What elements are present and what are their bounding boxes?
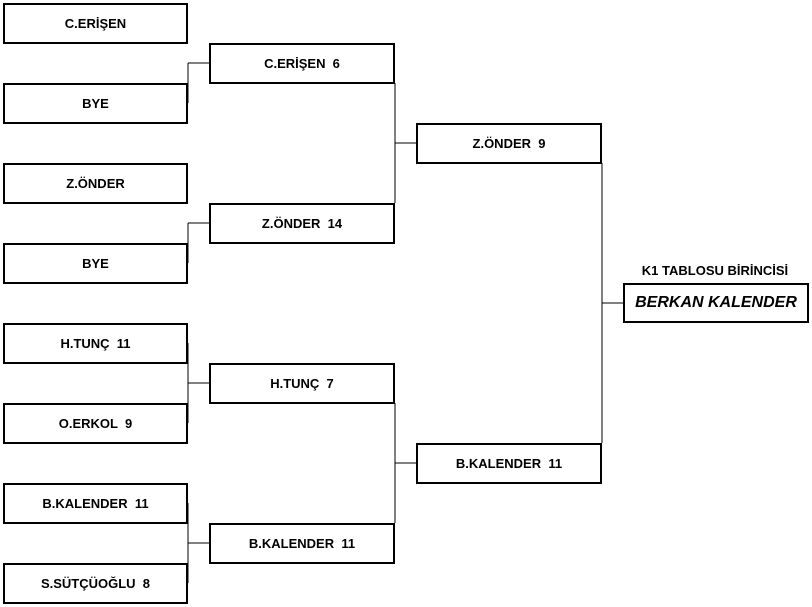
match-slot-r1-7: B.KALENDER 11: [3, 483, 188, 524]
champion-label: K1 TABLOSU BİRİNCİSİ: [641, 263, 789, 278]
match-slot-r3-1: Z.ÖNDER 9: [416, 123, 602, 164]
match-slot-r1-6: O.ERKOL 9: [3, 403, 188, 444]
match-slot-r2-2: Z.ÖNDER 14: [209, 203, 395, 244]
match-slot-r3-2: B.KALENDER 11: [416, 443, 602, 484]
match-slot-r1-4: BYE: [3, 243, 188, 284]
match-slot-r1-5: H.TUNÇ 11: [3, 323, 188, 364]
champion-box: BERKAN KALENDER: [623, 283, 809, 323]
match-slot-r2-4: B.KALENDER 11: [209, 523, 395, 564]
match-slot-r2-3: H.TUNÇ 7: [209, 363, 395, 404]
match-slot-r1-2: BYE: [3, 83, 188, 124]
match-slot-r1-3: Z.ÖNDER: [3, 163, 188, 204]
match-slot-r1-1: C.ERİŞEN: [3, 3, 188, 44]
match-slot-r2-1: C.ERİŞEN 6: [209, 43, 395, 84]
match-slot-r1-8: S.SÜTÇÜOĞLU 8: [3, 563, 188, 604]
